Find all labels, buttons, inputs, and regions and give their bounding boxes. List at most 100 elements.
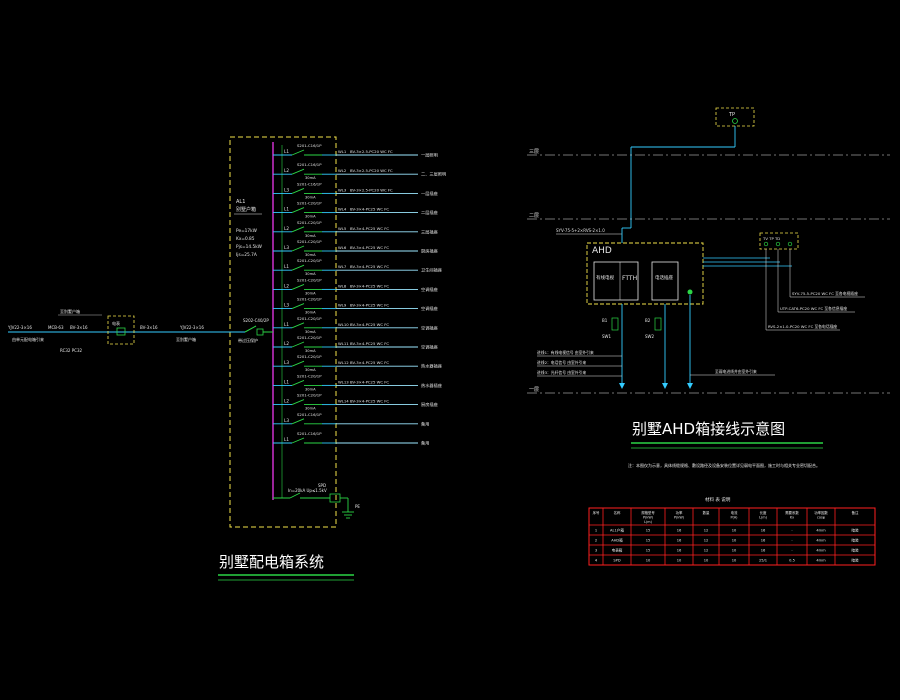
circuit-breaker: S201-C20/1P <box>297 335 322 340</box>
circuit-cable: BV-3×2.5-PC20 WC FC <box>350 168 393 173</box>
circuit-rcd: 30mA <box>305 272 316 276</box>
table-cell: 10 <box>732 539 737 543</box>
lower-note-3: 进线3：光纤信号 由室外引来 <box>537 370 586 375</box>
table-border <box>588 507 876 566</box>
table-grid: 序号名称规格型号P(kW)L(m)功率P(kW)数量电流P(A)长度L(m)需要… <box>589 508 875 565</box>
circuit-cable: BV-3×4-PC25 WC FC <box>350 226 389 231</box>
circuit-use: 一层照明 <box>421 153 438 159</box>
panel-param-3: Pjs=14.5kW <box>236 244 263 250</box>
incoming-from: 由单元配电箱引来 <box>12 336 44 342</box>
table-header-cell: cosφ <box>817 516 826 520</box>
table-cell: 16 <box>677 539 682 543</box>
table-cell: 15 <box>646 539 651 543</box>
circuit-cable: BV-3×4-PC25 WC FC <box>350 322 389 327</box>
circuit-use: 厨房插座 <box>421 248 438 255</box>
table-header-cell: 需要系数 <box>785 510 799 515</box>
circuit-use: 空调插座 <box>421 324 438 331</box>
table-header-cell: 规格型号 <box>641 510 655 515</box>
table-cell: 暗装 <box>851 558 859 563</box>
table-cell: 16 <box>761 549 766 553</box>
circuit-rcd: 30mA <box>305 407 316 411</box>
circuit-use: 空调插座 <box>421 305 438 312</box>
table-header-cell: 功率 <box>676 510 683 515</box>
table-cell: 4mm <box>816 529 826 533</box>
circuit-use: 空调插座 <box>421 286 438 293</box>
circuit-id: WL14 <box>338 399 349 404</box>
ahd-label: AHD <box>592 246 612 256</box>
meter-label: 电表 <box>112 320 120 326</box>
table-cell: AL1户箱 <box>610 528 624 533</box>
circuit-use: 二层插座 <box>421 209 438 216</box>
table-cell: 12 <box>704 539 709 543</box>
top-tp-label: TP <box>728 112 735 118</box>
circuit-use: 厨房插座 <box>421 401 438 408</box>
material-table: 材料 表 说明 序号名称规格型号P(kW)L(m)功率P(kW)数量电流P(A)… <box>588 496 876 566</box>
circuit-use: 热水器插座 <box>421 363 442 370</box>
vtag-sw2: SW2 <box>645 334 654 339</box>
incoming-feeder: 电表 YJV22-3×16 MCB-63 BV-3×16 由单元配电箱引来 RC… <box>7 308 232 353</box>
table-cell: 4mm <box>816 549 826 553</box>
spd-unit: SPD In=20kA Up≤1.5kV PE <box>273 483 360 519</box>
circuit-phase: L1 <box>284 264 289 269</box>
table-cell: 12 <box>704 529 709 533</box>
circuit-breaker: S201-C16/1P <box>297 143 322 148</box>
floor-label-1: 一层 <box>529 387 539 393</box>
panel-param-4: Ijs=25.7A <box>236 252 257 258</box>
circuit-cable: BV-3×4-PC25 WC FC <box>350 207 389 212</box>
table-cell: 4 <box>595 559 598 563</box>
table-header-cell: L(m) <box>759 516 768 520</box>
right-title: 别墅AHD箱接线示意图 <box>632 420 785 438</box>
main-switch-note: 带过压保护 <box>238 337 258 343</box>
table-cell: - <box>791 549 793 553</box>
table-cell: 3 <box>595 549 597 553</box>
ahd-inner-box-2 <box>651 261 679 301</box>
circuit-use: 备用 <box>421 440 429 447</box>
circuit-cable: BV-3×4-PC25 WC FC <box>350 341 389 346</box>
table-cell: 2 <box>595 539 597 543</box>
circuit-breaker: S201-C20/1P <box>297 393 322 398</box>
circuit-rcd: 30mA <box>305 291 316 295</box>
circuit-id: WL12 <box>338 360 349 365</box>
circuit-cable: BV-3×4-PC25 WC FC <box>350 264 389 269</box>
spd-note: In=20kA Up≤1.5kV <box>288 488 327 493</box>
table-cell: 10 <box>732 549 737 553</box>
incoming-cable-2: BV-3×16 <box>70 325 88 330</box>
circuit-cable: BV-3×2.5-PC20 WC FC <box>350 149 393 154</box>
ahd-inner-1b: FTTH <box>622 275 637 282</box>
panel-name: AL1 <box>236 199 245 205</box>
floor-label-3: 三层 <box>529 149 539 155</box>
circuit-breaker: S201-C20/1P <box>297 354 322 359</box>
cable-in-label: SYV-75-5+2×RVS-2×1.0 <box>556 228 605 233</box>
circuit-phase: L2 <box>284 341 289 346</box>
circuit-id: WL2 <box>338 168 347 173</box>
lower-right-note: 至弱电进线井由室外引来 <box>715 369 757 374</box>
circuit-rcd: 30mA <box>305 234 316 238</box>
circuit-rcd: 30mA <box>305 176 316 180</box>
circuit-use: 二、三层照明 <box>421 172 446 178</box>
circuit-phase: L1 <box>284 322 289 327</box>
incoming-breaker: MCB-63 <box>48 325 64 330</box>
circuit-phase: L3 <box>284 360 289 365</box>
circuit-phase: L3 <box>284 245 289 250</box>
circuit-id: WL9 <box>338 303 347 308</box>
circuit-id: WL11 <box>338 341 349 346</box>
circuit-use: 一层插座 <box>421 190 438 197</box>
panel-param-2: Kx=0.85 <box>236 236 255 242</box>
socket-box-label: TV TP TD <box>762 236 780 241</box>
circuit-id: WL8 <box>338 283 347 288</box>
ahd-inner-box-1 <box>593 261 639 301</box>
socket-box <box>759 232 799 250</box>
circuit-cable: BV-3×4-PC25 WC FC <box>350 360 389 365</box>
spd-pe: PE <box>355 504 360 509</box>
table-cell: 暗装 <box>851 548 859 553</box>
circuit-phase: L1 <box>284 437 289 442</box>
circuit-use: 三层插座 <box>421 228 438 235</box>
